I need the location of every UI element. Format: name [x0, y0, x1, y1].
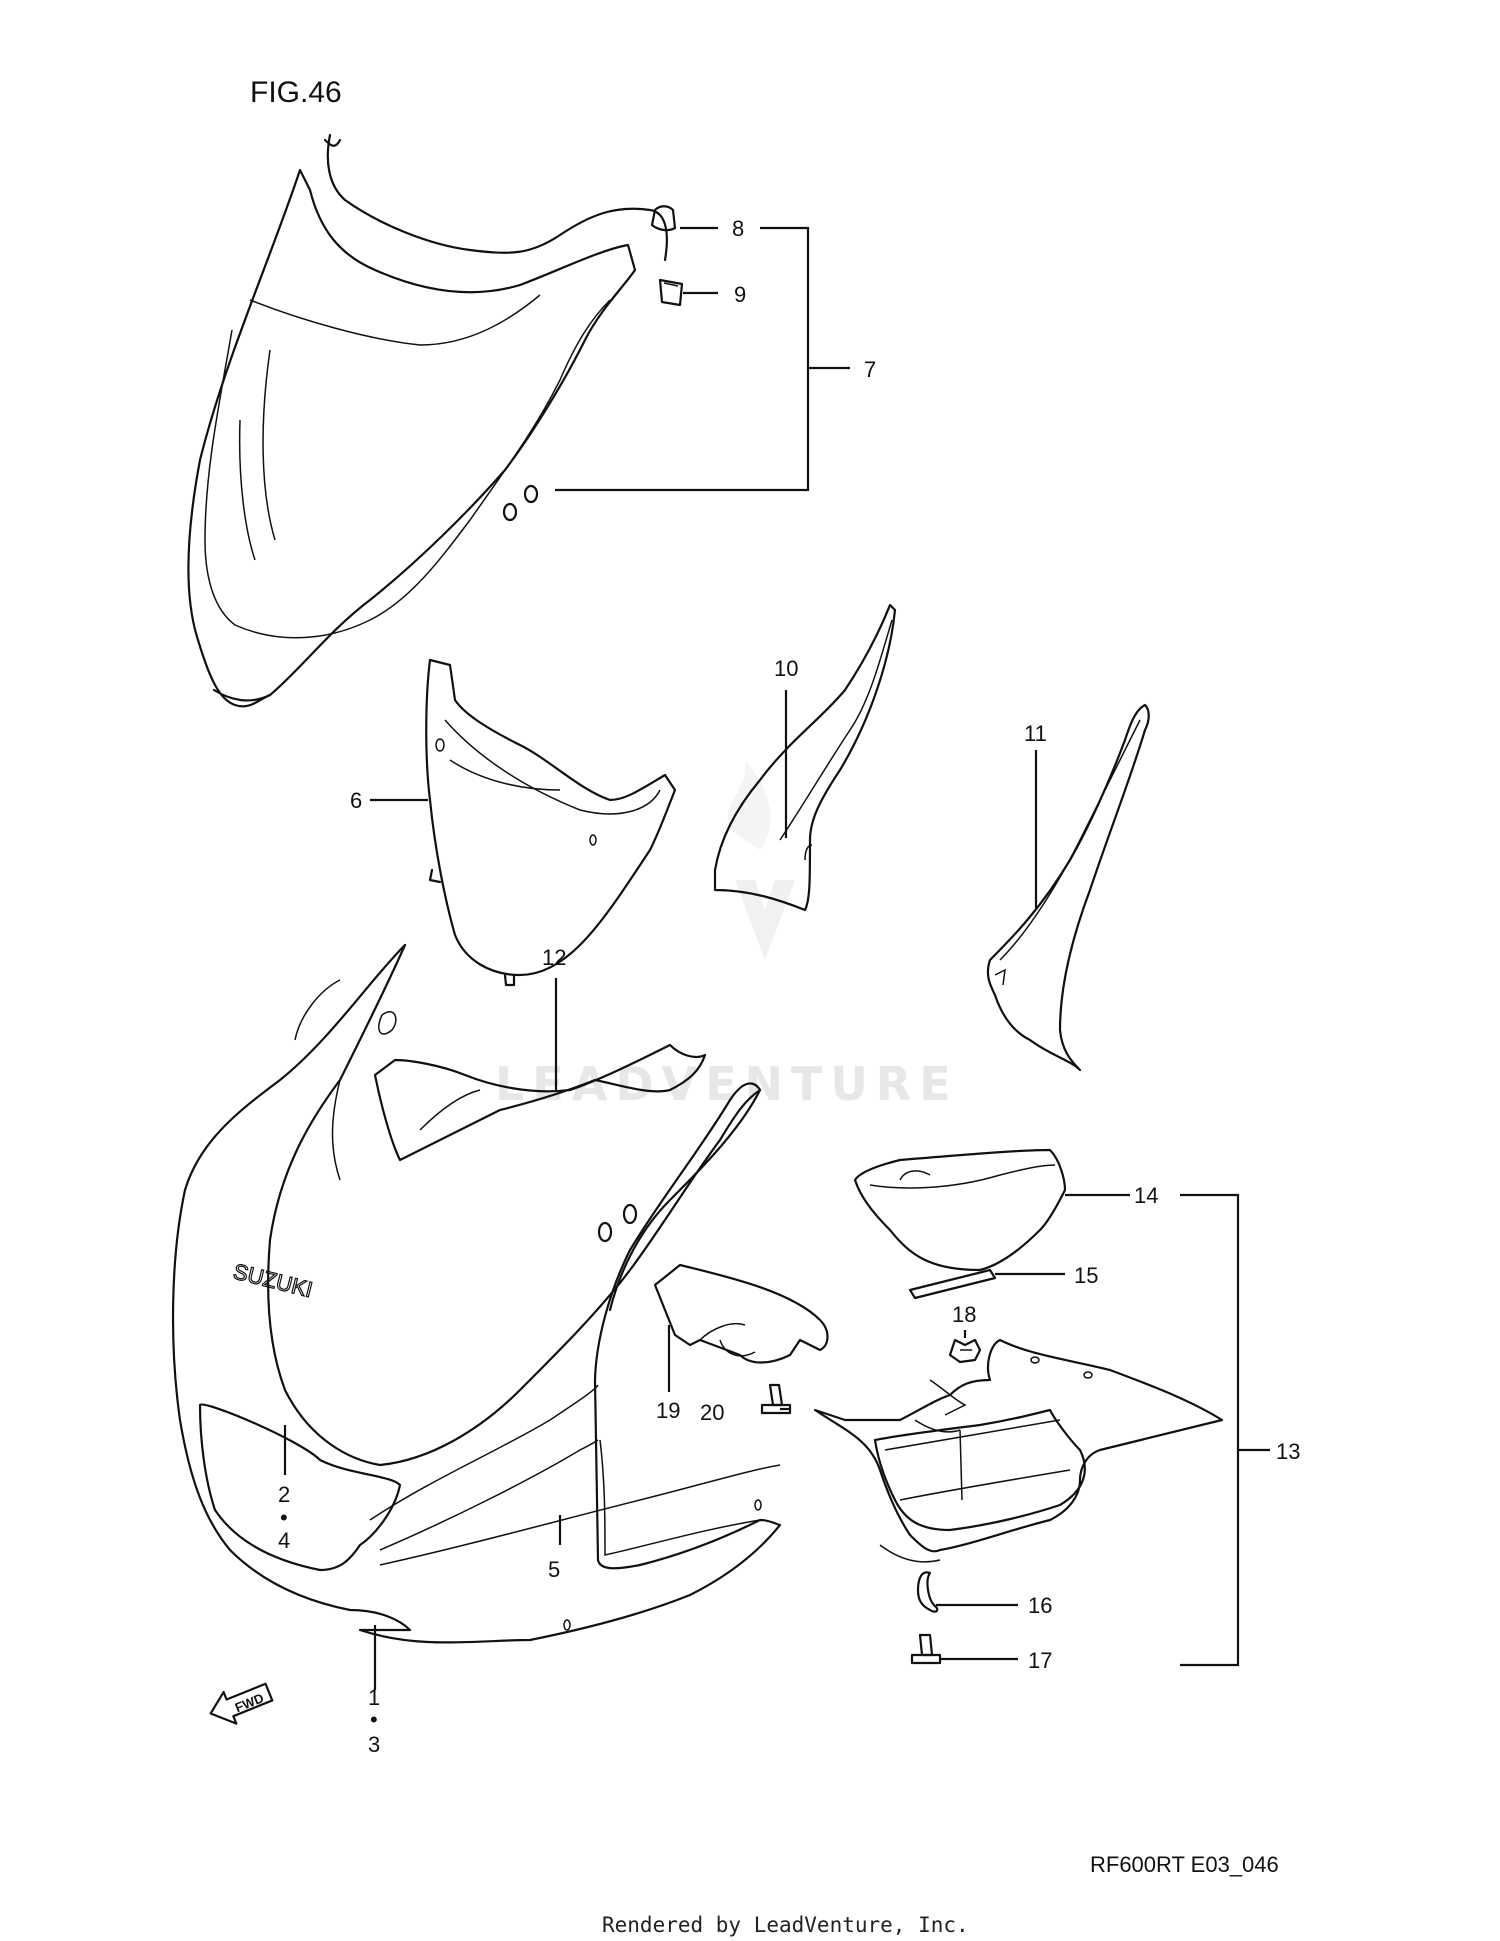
part-9-nut — [658, 278, 684, 307]
callout-19: 19 — [656, 1398, 680, 1423]
callout-4: 4 — [278, 1528, 290, 1553]
callout-5: 5 — [548, 1557, 560, 1582]
suzuki-decal: SUZUKI — [231, 1259, 315, 1303]
part-14-cover-lid — [853, 1148, 1067, 1272]
figure-title: FIG.46 — [250, 76, 342, 109]
part-16-hook — [916, 1571, 939, 1613]
part-20-bolt — [760, 1383, 792, 1415]
fwd-arrow-icon: FWD — [209, 1682, 274, 1725]
callout-dot-1-3: • — [370, 1707, 378, 1732]
part-12-inner-cover — [373, 1043, 707, 1162]
callout-9: 9 — [734, 282, 746, 307]
callout-1: 1 — [368, 1685, 380, 1710]
watermark-text: LEADVENTURE — [495, 1057, 959, 1111]
part-8-bracket — [650, 205, 677, 232]
part-11-side-panel — [986, 703, 1150, 1072]
part-19-bracket — [653, 1263, 829, 1364]
part-15-seal-strip — [908, 1268, 997, 1300]
part-10-side-panel — [713, 603, 897, 912]
callout-15: 15 — [1074, 1263, 1098, 1288]
windscreen — [187, 133, 668, 708]
callout-7: 7 — [864, 357, 876, 382]
part-6-inner-panel — [425, 658, 677, 987]
callout-17: 17 — [1028, 1648, 1052, 1673]
leader-lines — [283, 226, 1270, 1690]
callout-2: 2 — [278, 1482, 290, 1507]
part-1-upper-cowling: SUZUKI — [171, 943, 782, 1644]
render-credit: Rendered by LeadVenture, Inc. — [602, 1913, 969, 1937]
callout-3: 3 — [368, 1732, 380, 1757]
callout-11: 11 — [1024, 721, 1047, 746]
callout-12: 12 — [542, 945, 566, 970]
callout-16: 16 — [1028, 1593, 1052, 1618]
callout-6: 6 — [350, 788, 362, 813]
part-18-clip — [948, 1338, 982, 1364]
callout-dot-2-4: • — [280, 1505, 288, 1530]
callout-18: 18 — [952, 1302, 976, 1327]
callout-13: 13 — [1276, 1439, 1300, 1464]
callout-14: 14 — [1134, 1183, 1158, 1208]
callout-8: 8 — [732, 216, 744, 241]
callout-20: 20 — [700, 1400, 724, 1425]
callout-10: 10 — [774, 656, 798, 681]
part-17-screw — [910, 1633, 942, 1665]
drawing-code: RF600RT E03_046 — [1090, 1852, 1279, 1877]
part-13-lower-cowling — [813, 1338, 1224, 1563]
